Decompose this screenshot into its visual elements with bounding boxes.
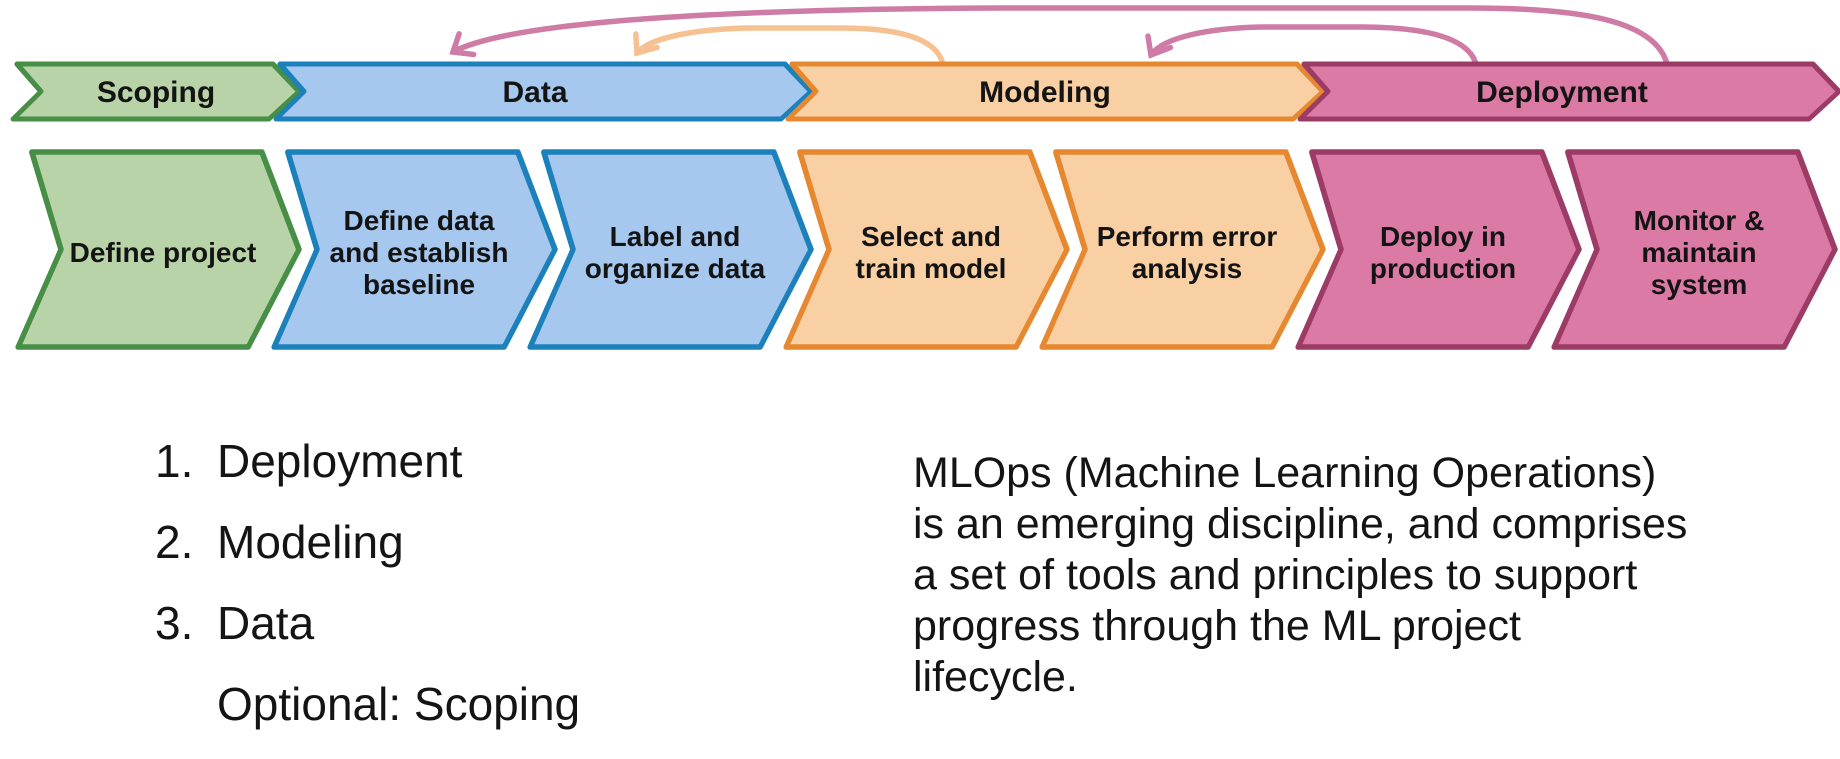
mlops-description: MLOps (Machine Learning Operations) is a…: [913, 448, 1713, 703]
step-label-select-train-2: train model: [856, 253, 1007, 284]
step-arrow-define-project: [15, 149, 302, 350]
feedback-arrow-deployment-to-modeling: [1145, 24, 1479, 67]
phase-arrow-deployment: [1297, 61, 1840, 122]
step-label-define-data-1: Define data: [344, 205, 495, 236]
phase-label-scoping: Scoping: [97, 76, 215, 109]
step-label-define-data-2: and establish: [330, 237, 509, 268]
list-item-number: [155, 679, 217, 729]
list-item: 1. Deployment: [155, 436, 580, 486]
step-label-monitor-maintain-2: maintain: [1641, 237, 1756, 268]
list-item-number: 3.: [155, 597, 194, 649]
step-label-deploy-production-2: production: [1370, 253, 1516, 284]
list-item-text: Optional: Scoping: [217, 678, 581, 730]
mlops-description-line: MLOps (Machine Learning Operations): [913, 449, 1657, 497]
mlops-description-line: is an emerging discipline, and comprises: [913, 500, 1688, 548]
list-item-number: 1.: [155, 435, 194, 487]
feedback-arrow-modeling-to-data: [633, 25, 946, 67]
list-item-text: Data: [217, 597, 315, 649]
phase-arrow-data: [273, 61, 814, 122]
list-item: 2. Modeling: [155, 517, 580, 567]
phase-arrow-scoping: [10, 61, 302, 122]
list-item-text: Deployment: [217, 435, 463, 487]
mlops-description-line: progress through the ML project: [913, 602, 1521, 650]
mlops-description-line: a set of tools and principles to support: [913, 551, 1638, 599]
list-item-number: 2.: [155, 516, 194, 568]
step-arrow-define-data: [271, 149, 558, 350]
step-label-error-analysis-1: Perform error: [1097, 221, 1278, 252]
step-label-monitor-maintain-3: system: [1651, 269, 1748, 300]
step-label-error-analysis-2: analysis: [1132, 253, 1243, 284]
phase-arrow-modeling: [785, 61, 1326, 122]
list-item: Optional: Scoping: [155, 679, 580, 729]
phase-label-data: Data: [502, 76, 567, 109]
step-label-label-organize-1: Label and: [610, 221, 741, 252]
list-item-text: Modeling: [217, 516, 404, 568]
step-label-define-project: Define project: [70, 237, 257, 268]
mlops-description-line: lifecycle.: [913, 653, 1078, 701]
step-arrow-select-train: [783, 149, 1070, 350]
step-arrow-label-organize: [527, 149, 814, 350]
step-label-select-train-1: Select and: [861, 221, 1001, 252]
phase-label-deployment: Deployment: [1476, 76, 1648, 109]
step-label-monitor-maintain-1: Monitor &: [1634, 205, 1765, 236]
step-arrow-error-analysis: [1039, 149, 1326, 350]
step-label-deploy-production-1: Deploy in: [1380, 221, 1506, 252]
phase-order-list: 1. Deployment 2. Modeling 3. Data Option…: [155, 436, 580, 759]
step-arrow-monitor-maintain: [1551, 149, 1838, 350]
feedback-arrow-deployment-to-data: [449, 5, 1670, 67]
ml-lifecycle-diagram: Scoping Data Modeling Deployment Define …: [10, 5, 1840, 350]
step-label-define-data-3: baseline: [363, 269, 475, 300]
phase-label-modeling: Modeling: [979, 76, 1111, 109]
step-arrow-deploy-production: [1295, 149, 1582, 350]
step-label-label-organize-2: organize data: [585, 253, 766, 284]
list-item: 3. Data: [155, 598, 580, 648]
